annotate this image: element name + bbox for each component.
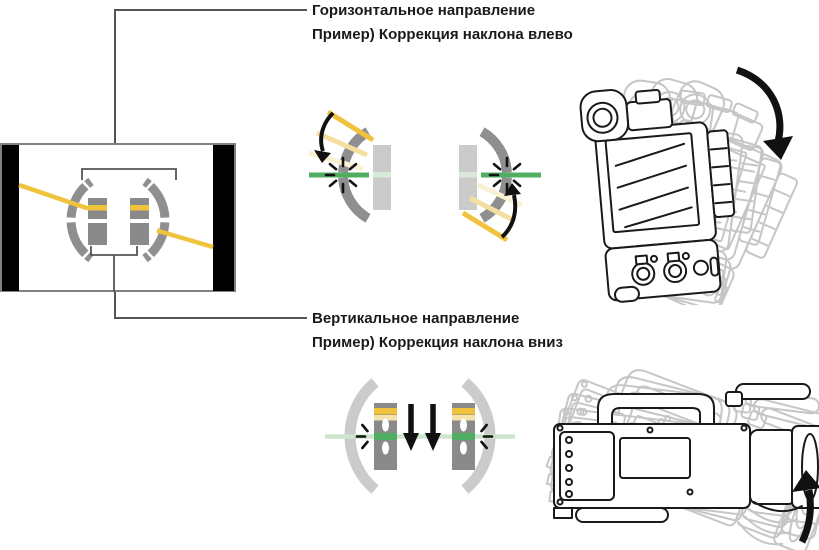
- blink-burst: [488, 156, 522, 194]
- gauge-bar-right: [452, 403, 475, 470]
- callout-line-horizontal-top: [114, 9, 307, 11]
- faded-bar: [459, 145, 477, 210]
- label-horizontal-example: Пример) Коррекция наклона влево: [312, 26, 573, 43]
- viewfinder-screen: [0, 143, 236, 292]
- down-arrow-icon: [425, 404, 441, 451]
- blink-burst-right: [480, 423, 494, 450]
- level-gauge-bar-right: [130, 198, 149, 245]
- camera-main-outline: [553, 383, 819, 523]
- tilt-line-ghost-1: [315, 130, 369, 158]
- screen-black-bar-right: [213, 145, 234, 291]
- gauge-arc: [479, 127, 512, 223]
- gauge-bar-left: [374, 403, 397, 470]
- level-gauge-arc-right: [142, 177, 170, 263]
- label-vertical-example: Пример) Коррекция наклона вниз: [312, 334, 563, 351]
- screen-frame: [0, 143, 236, 292]
- tilt-line: [461, 210, 509, 243]
- level-gauge-arc-left: [66, 177, 94, 263]
- roll-correction-diagram-right: [459, 127, 541, 243]
- faded-bar: [373, 145, 391, 210]
- horizon-line-right-segment: [156, 228, 214, 250]
- tilt-line: [326, 109, 375, 143]
- callout-line-horizontal-bottom: [114, 317, 307, 319]
- camera-side-illustration: [544, 358, 819, 550]
- callout-line-vertical-top: [114, 9, 116, 169]
- pitch-direction-arrow-icon: [792, 470, 819, 544]
- blink-burst-left: [355, 423, 369, 450]
- label-vertical-direction: Вертикальное направление: [312, 310, 520, 327]
- camera-main-outline: [578, 79, 743, 305]
- roll-correction-diagram-left: [308, 109, 391, 223]
- camera-rear-illustration: [578, 66, 819, 305]
- tilt-line-ghost-1: [468, 195, 517, 224]
- roll-direction-arrow-icon: [735, 66, 793, 160]
- bracket-top: [81, 168, 177, 180]
- bracket-bottom: [90, 246, 138, 292]
- rotate-up-arrow-icon: [500, 183, 521, 239]
- horizon-line-left-segment: [18, 182, 89, 211]
- screen-black-bar-left: [2, 145, 19, 291]
- callout-line-vertical-bottom: [114, 290, 116, 319]
- pitch-correction-diagram: [325, 378, 515, 494]
- label-horizontal-direction: Горизонтальное направление: [312, 2, 536, 19]
- rotate-down-arrow-icon: [314, 111, 335, 163]
- level-gauge-bar-left: [88, 198, 107, 245]
- blink-burst: [324, 156, 358, 194]
- down-arrow-icon: [403, 404, 419, 451]
